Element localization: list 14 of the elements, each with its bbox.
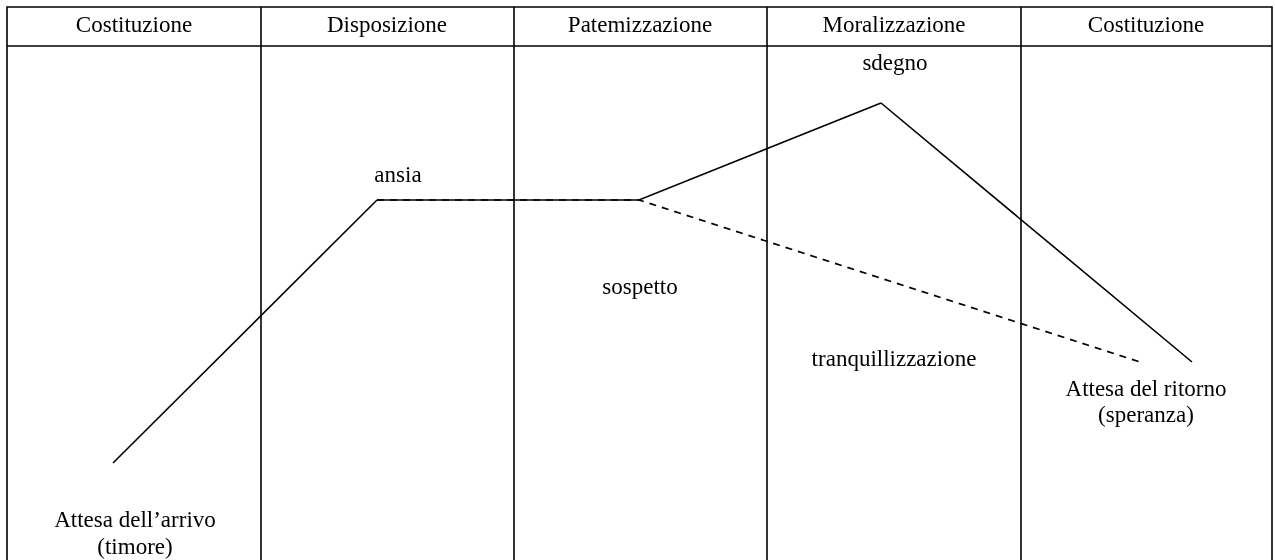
column-header: Costituzione xyxy=(75,12,193,39)
column-header: Costituzione xyxy=(1087,12,1205,39)
line xyxy=(112,199,378,464)
point-label: ansia xyxy=(374,162,422,189)
column-header: Disposizione xyxy=(326,12,448,39)
point-label: Attesa del ritorno (speranza) xyxy=(1064,376,1228,429)
phase-label: sospetto xyxy=(602,274,678,301)
dashed-line xyxy=(376,199,1141,363)
phase-label: tranquillizzazione xyxy=(811,346,977,373)
point-label: sdegno xyxy=(862,50,928,77)
column-header: Moralizzazione xyxy=(822,12,966,39)
column-header: Patemizzazione xyxy=(567,12,713,39)
point-label: Attesa dell’arrivo (timore) xyxy=(53,507,217,560)
line xyxy=(880,102,1193,363)
